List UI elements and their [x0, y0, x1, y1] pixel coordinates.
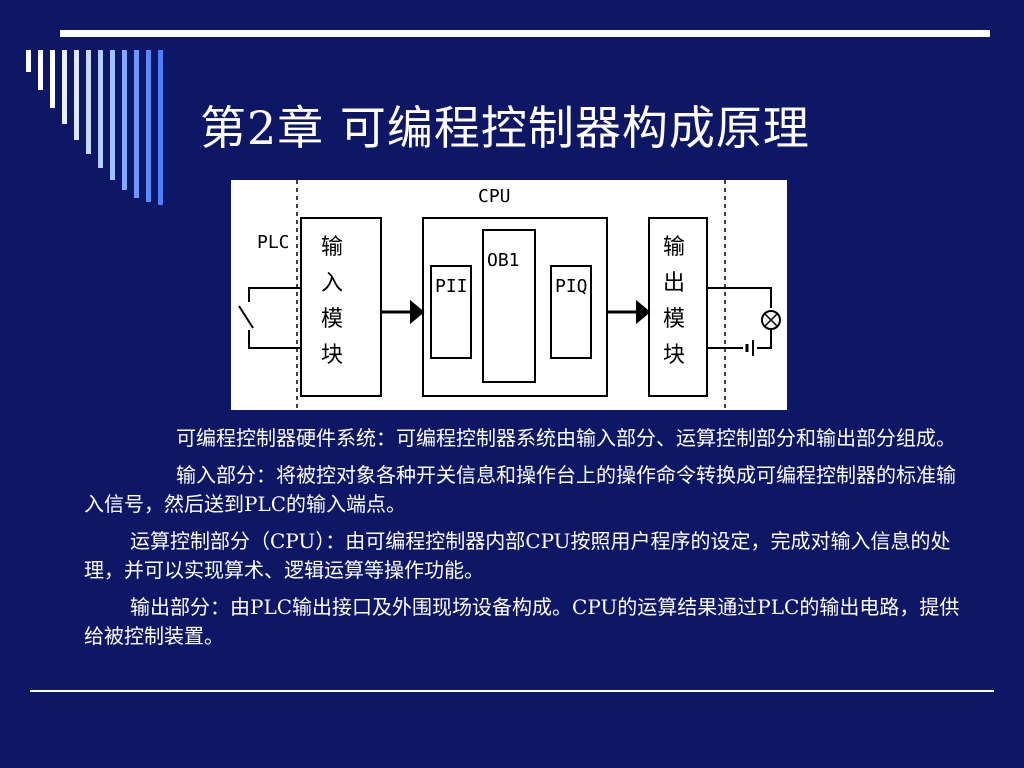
output-module-char-4: 块: [663, 343, 685, 368]
input-module-char-3: 模: [321, 307, 343, 332]
arrow-out-head: [636, 299, 651, 325]
ob1-label: OB1: [487, 250, 520, 271]
top-rule: [60, 30, 990, 37]
input-wire-bottom: [248, 330, 301, 349]
input-wire-top: [248, 287, 301, 302]
body-text: 可编程控制器硬件系统：可编程控制器系统由输入部分、运算控制部分和输出部分组成。 …: [84, 424, 966, 659]
plc-label: PLC: [257, 232, 290, 253]
paragraph-input: 输入部分：将被控对象各种开关信息和操作台上的操作命令转换成可编程控制器的标准输入…: [84, 463, 956, 516]
output-module-char-1: 输: [663, 235, 685, 260]
input-switch: [238, 305, 254, 329]
cpu-box: [422, 217, 608, 397]
input-module-char-2: 入: [321, 271, 343, 296]
paragraph-cpu: 运算控制部分（CPU）：由可编程控制器内部CPU按照用户程序的设定，完成对输入信…: [84, 529, 951, 582]
piq-label: PIQ: [555, 276, 588, 297]
input-module-char-1: 输: [321, 235, 343, 260]
piq-box: [550, 265, 592, 359]
slide-title: 第2章 可编程控制器构成原理: [200, 101, 810, 155]
output-module-char-3: 模: [663, 307, 685, 332]
bottom-rule: [30, 690, 994, 692]
cpu-label: CPU: [478, 186, 511, 207]
output-wire-top: [707, 287, 772, 308]
ob1-box: [482, 229, 536, 383]
input-module-char-4: 块: [321, 343, 343, 368]
pii-box: [430, 265, 472, 359]
output-module-char-2: 出: [663, 271, 685, 296]
output-module-box: [648, 217, 708, 397]
plc-structure-diagram: CPU PLC 输 入 模 块 PII OB1 PIQ 输 出 模 块: [231, 180, 787, 410]
input-module-box: [300, 217, 382, 397]
arrow-in-head: [410, 299, 425, 325]
decorative-stripes: [26, 50, 166, 210]
paragraph-hardware: 可编程控制器硬件系统：可编程控制器系统由输入部分、运算控制部分和输出部分组成。: [176, 426, 956, 450]
paragraph-output: 输出部分：由PLC输出接口及外围现场设备构成。CPU的运算结果通过PLC的输出电…: [84, 595, 960, 648]
pii-label: PII: [435, 276, 468, 297]
output-wire-right: [757, 329, 772, 349]
